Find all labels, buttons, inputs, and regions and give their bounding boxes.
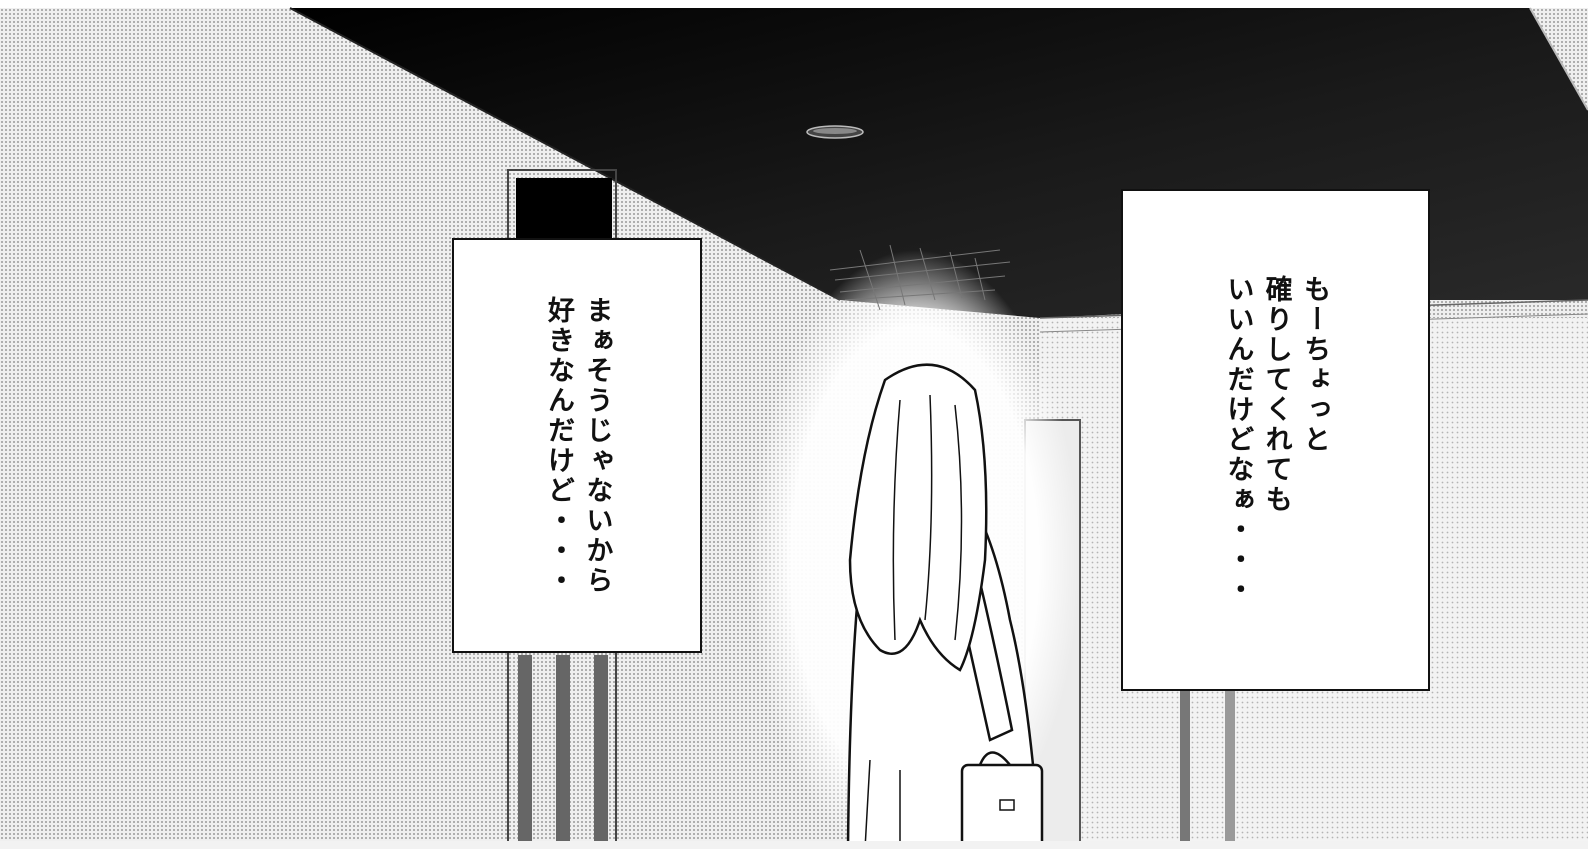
hatch-scribble	[829, 244, 1011, 311]
character	[846, 363, 1044, 849]
caption-text-left: まぁそうじゃないから 好きなんだけど・・・	[543, 295, 613, 596]
caption-box-left: まぁそうじゃないから 好きなんだけど・・・	[452, 238, 702, 653]
caption-text-right: もーちょっと 確りしてくれても いいんだけどなぁ・・・	[1222, 275, 1330, 605]
bottom-border	[0, 841, 1588, 849]
caption-box-right: もーちょっと 確りしてくれても いいんだけどなぁ・・・	[1121, 189, 1430, 691]
